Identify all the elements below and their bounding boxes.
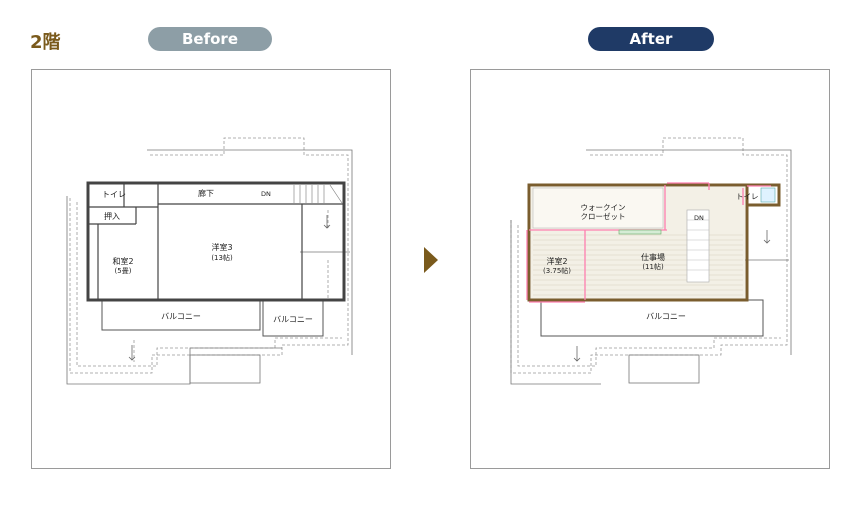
after-work-name: 仕事場 <box>641 252 665 262</box>
before-roof-outline <box>66 149 353 385</box>
after-plan-drawing: ウォークイン クローゼット トイレ DN 洋室2 (3.75帖) 仕事場 (11… <box>510 137 792 385</box>
before-lower-floor-outline <box>69 137 349 374</box>
after-slope-arrows <box>573 230 771 362</box>
before-balcony-side-label: バルコニー <box>273 315 313 324</box>
after-work-size: (11帖) <box>642 262 664 271</box>
after-shelf <box>618 229 662 235</box>
after-lower-floor-outline <box>510 137 788 374</box>
after-balcony-label: バルコニー <box>646 312 686 321</box>
floor-label: 2階 <box>30 32 61 53</box>
after-room2-name: 洋室2 <box>546 256 567 266</box>
after-toilet-fixture-icon <box>760 187 776 203</box>
after-stairs-dn-label: DN <box>694 214 704 222</box>
before-room3-size: (13帖) <box>211 253 233 262</box>
before-walls <box>86 181 346 302</box>
transition-arrow-icon <box>424 247 438 273</box>
before-balcony-main-label: バルコニー <box>161 312 201 321</box>
after-walls <box>527 183 781 302</box>
before-floor-plan: トイレ 押入 廊下 DN 洋室3 (13帖) 和室2 (5畳) バルコニー バル… <box>31 69 391 469</box>
before-balcony-main <box>101 299 261 331</box>
before-washitsu-name: 和室2 <box>112 256 133 266</box>
before-room3-name: 洋室3 <box>211 242 232 252</box>
before-slope-arrows <box>128 215 331 361</box>
before-balcony-side <box>262 299 324 337</box>
after-wic-line2: クローゼット <box>581 211 626 221</box>
before-closet-label: 押入 <box>104 211 120 221</box>
after-label: After <box>588 27 714 51</box>
before-label: Before <box>148 27 272 51</box>
before-toilet-label: トイレ <box>102 190 126 199</box>
before-washitsu-size: (5畳) <box>115 267 132 275</box>
before-hallway-label: 廊下 <box>198 188 214 198</box>
after-balcony <box>540 299 764 337</box>
after-toilet-label: トイレ <box>736 192 759 201</box>
after-roof-outline <box>510 149 792 385</box>
before-interior-walls <box>88 183 344 300</box>
after-wic-area <box>532 187 664 229</box>
before-stairs <box>293 184 343 204</box>
before-plan-drawing: トイレ 押入 廊下 DN 洋室3 (13帖) 和室2 (5畳) バルコニー バル… <box>66 137 353 385</box>
after-floor-plan: ウォークイン クローゼット トイレ DN 洋室2 (3.75帖) 仕事場 (11… <box>470 69 830 469</box>
after-wic-line1: ウォークイン <box>581 203 626 212</box>
after-room2-size: (3.75帖) <box>543 266 571 275</box>
before-stairs-dn-label: DN <box>261 190 271 198</box>
